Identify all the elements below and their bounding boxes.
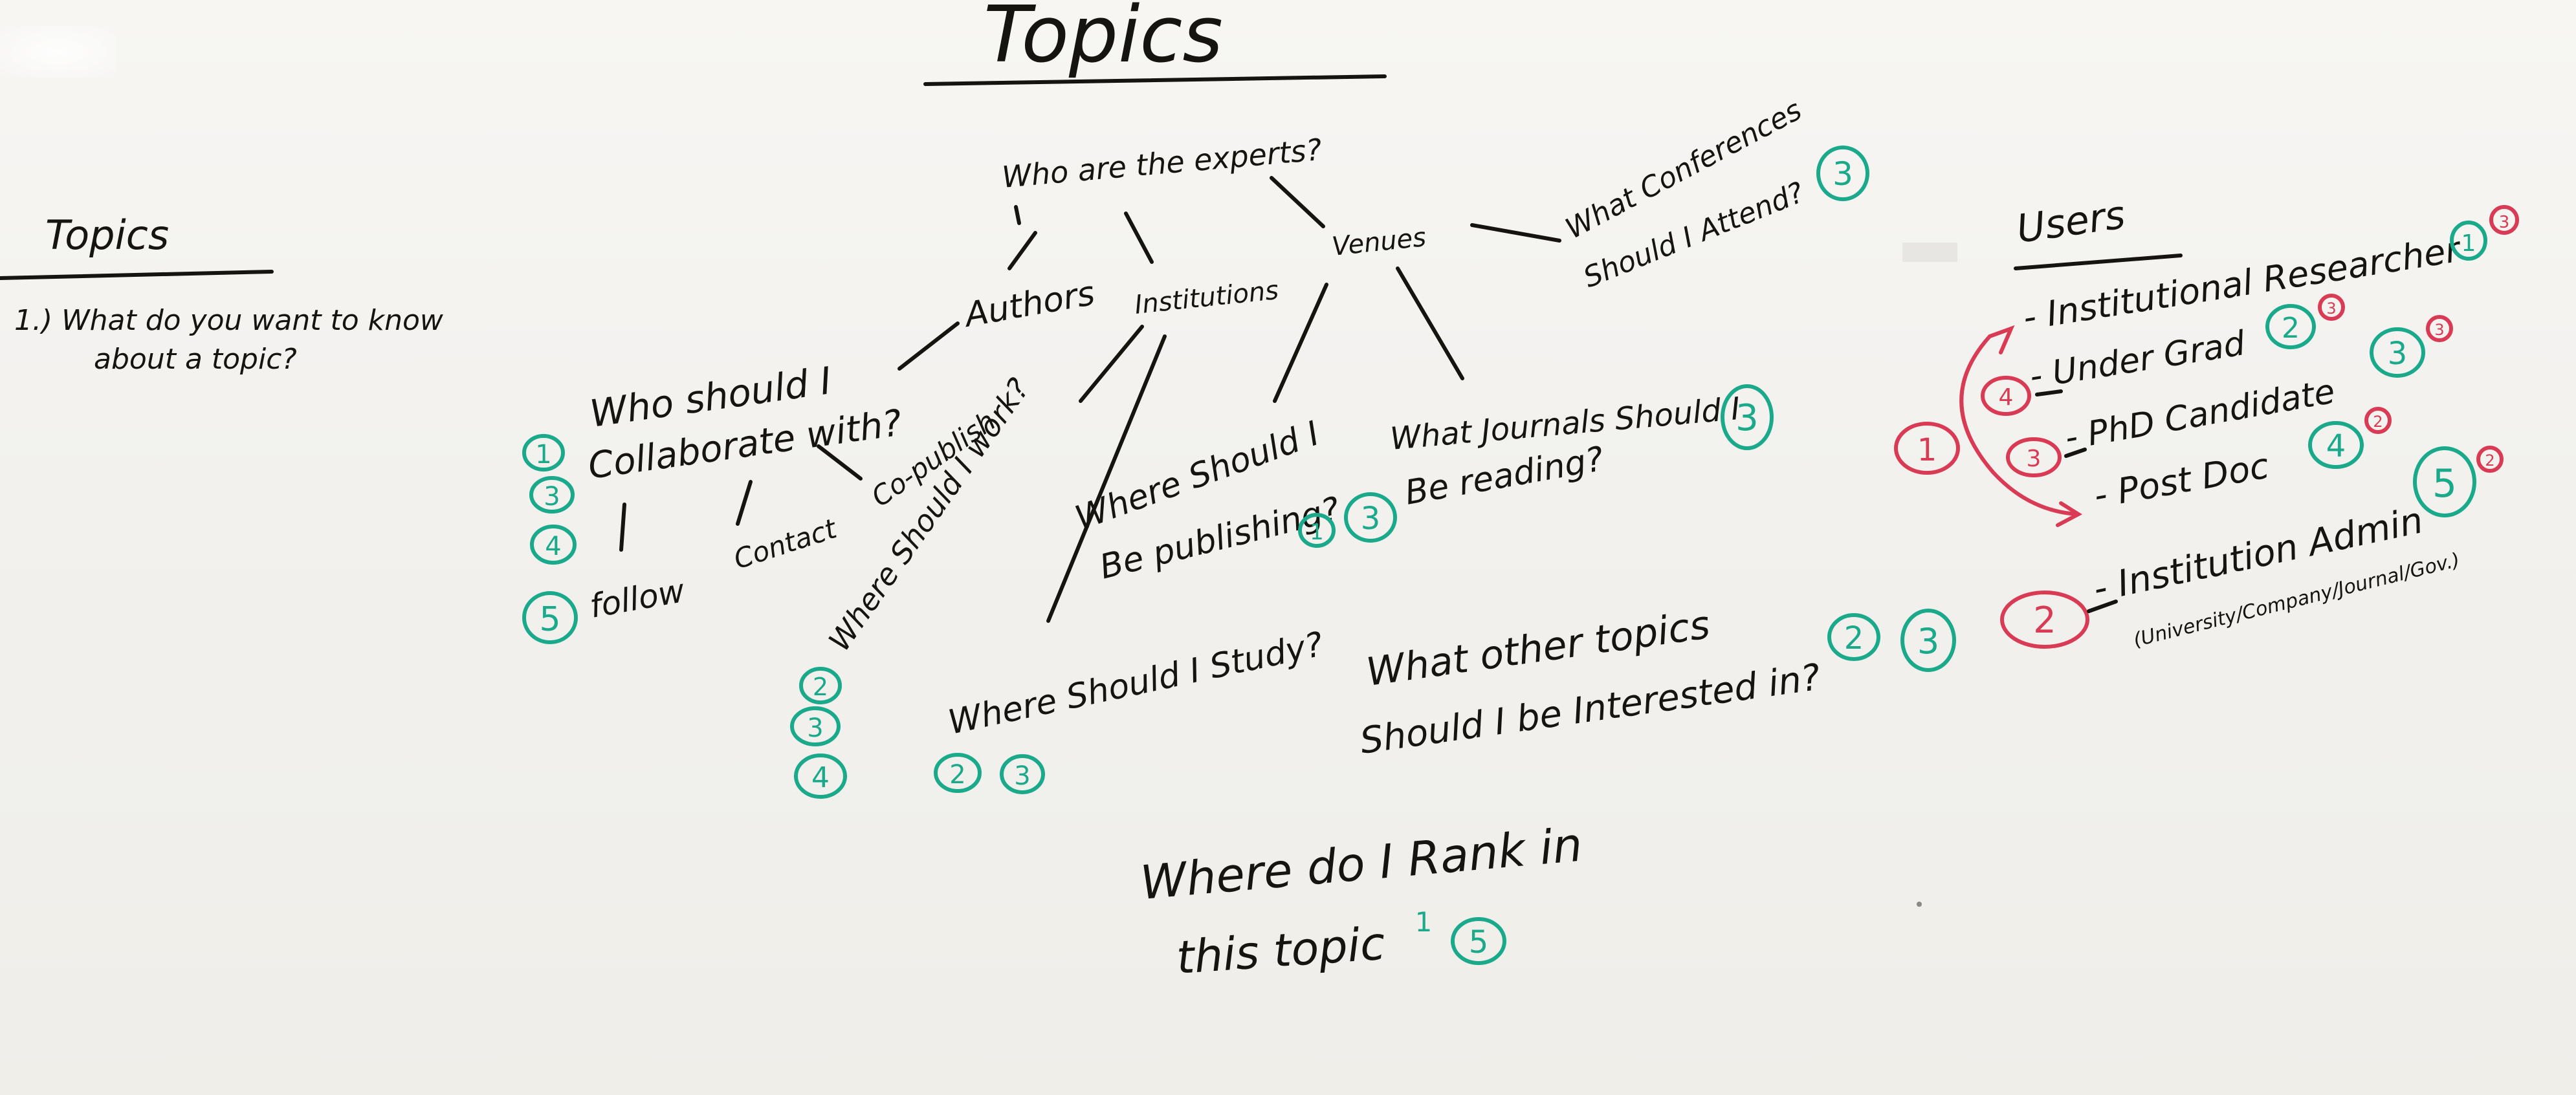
num-3: 3 [2388, 336, 2408, 372]
rank-3: 3 [2434, 321, 2444, 339]
connector [1046, 334, 1167, 623]
priority-4: 4 [1999, 384, 2014, 411]
dash [2035, 389, 2063, 396]
connector [817, 444, 863, 481]
rank-circle [2476, 446, 2504, 473]
num-1: 1 [535, 440, 551, 470]
num-4: 4 [2326, 428, 2346, 464]
rank-2: 2 [2373, 413, 2383, 431]
connector [1270, 176, 1325, 228]
num-2: 2 [1844, 620, 1864, 656]
connector [1079, 325, 1144, 403]
num-circle [2413, 446, 2476, 517]
rank-circle [2318, 294, 2345, 321]
left-heading: Topics [45, 211, 169, 259]
num-4: 4 [545, 532, 561, 561]
user-institutional-researcher: - Institutional Researcher [2020, 228, 2464, 338]
users-heading: Users [2014, 192, 2128, 252]
conferences-numbers: 3 [1816, 146, 1869, 201]
connector [1396, 266, 1464, 380]
priority-3: 3 [2027, 446, 2042, 472]
num-3: 3 [1014, 761, 1030, 791]
connector [1470, 223, 1561, 243]
board-title: Topics [984, 0, 1223, 80]
rank-circle [2364, 407, 2392, 434]
light-glare [0, 26, 116, 78]
num-3: 3 [1833, 155, 1853, 193]
num-2: 2 [949, 760, 965, 790]
num-circle [2370, 327, 2425, 378]
rank-2: 2 [2485, 451, 2494, 470]
node-rank-line2: this topic [1174, 917, 1387, 984]
node-rank-line1: Where do I Rank in [1138, 818, 1584, 910]
priority-2: 2 [2033, 600, 2056, 642]
rank-numbers: 1 5 [1415, 906, 1506, 965]
eraser-smudge [1902, 243, 1957, 262]
num-4: 4 [811, 761, 830, 794]
num-5: 5 [1469, 924, 1489, 960]
rank-circle [2426, 315, 2453, 342]
num-circle [2308, 421, 2364, 469]
num-circle [2265, 304, 2316, 349]
num-1: 1 [1310, 519, 1324, 545]
rank-3: 3 [2326, 299, 2336, 318]
left-question-line2: about a topic? [94, 343, 297, 376]
user-post-doc: - Post Doc [2091, 445, 2272, 515]
user-institution-admin: - Institution Admin [2089, 499, 2427, 610]
node-institutions: Institutions [1133, 276, 1280, 320]
num-1: 1 [1415, 906, 1433, 938]
publish-numbers: 1 3 [1298, 492, 1397, 548]
study-numbers: 2 3 [934, 753, 1045, 794]
num-5: 5 [2432, 461, 2457, 506]
num-3: 3 [1735, 397, 1759, 439]
node-authors: Authors [960, 274, 1097, 336]
rank-circle [2489, 205, 2519, 235]
connector [1273, 283, 1328, 403]
connector [1124, 211, 1154, 264]
priority-markers: 4 3 1 2 [1894, 325, 2118, 649]
other-numbers: 2 3 [1827, 609, 1956, 672]
title-underline [923, 74, 1387, 86]
users-heading-underline [2014, 254, 2183, 270]
num-3: 3 [544, 482, 560, 512]
num-2: 2 [813, 673, 828, 701]
left-heading-underline [0, 270, 274, 280]
num-5: 5 [539, 600, 560, 639]
arrow-head-top [1988, 325, 2015, 354]
num-circle [2450, 221, 2487, 261]
connector [1014, 205, 1021, 225]
node-contact: Contact [730, 512, 841, 576]
journals-numbers: 3 [1721, 384, 1774, 450]
priority-1: 1 [1917, 432, 1937, 468]
dash [2087, 600, 2118, 613]
rank-3: 3 [2499, 213, 2510, 232]
dash [2064, 448, 2087, 458]
left-question-line1: 1.) What do you want to know [14, 304, 444, 337]
num-2: 2 [2282, 312, 2300, 345]
num-3: 3 [1917, 621, 1939, 662]
node-study: Where Should I Study? [945, 625, 1327, 742]
node-venues: Venues [1330, 222, 1427, 262]
connector [619, 503, 626, 552]
connector [736, 480, 753, 526]
node-experts: Who are the experts? [1000, 132, 1323, 195]
num-3: 3 [1361, 501, 1381, 537]
num-3: 3 [807, 713, 823, 743]
marker-dot [1917, 902, 1922, 907]
bracket-arrow [1959, 334, 2079, 516]
collab-numbers: 1 3 4 5 [522, 434, 578, 644]
work-numbers: 2 3 4 [790, 667, 847, 799]
num-1: 1 [2461, 230, 2476, 257]
user-under-grad: - Under Grad [2027, 324, 2249, 396]
connector [1007, 231, 1037, 270]
arrow-head-bottom [2056, 501, 2082, 527]
connector [897, 321, 960, 371]
node-follow: follow [587, 572, 687, 625]
